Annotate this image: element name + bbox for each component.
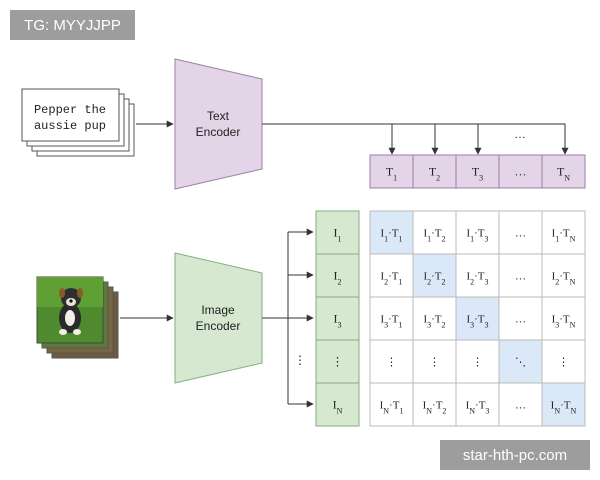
matrix-cell-4-3-label: ⋮ <box>472 357 483 369</box>
matrix-cell-1-2-label: I1·T2 <box>423 228 445 244</box>
image-encoder-label-1: Image <box>201 303 235 317</box>
text-encoder-block <box>174 58 263 190</box>
matrix-cell-3-3-label: I3·T3 <box>466 314 488 330</box>
matrix-cell-2-3-label: I2·T3 <box>466 271 488 287</box>
image-embedding-5-label: IN <box>333 398 343 416</box>
matrix-cell-4-1-label: ⋮ <box>386 357 397 369</box>
matrix-cell-3-2-label: I3·T2 <box>423 314 445 330</box>
matrix-cell-5-2-label: IN·T2 <box>423 400 447 416</box>
matrix-cell-2-5-box <box>541 253 586 298</box>
text-input-stack: Pepper the aussie pup <box>21 88 135 157</box>
text-embedding-2-box <box>412 154 457 189</box>
text-embedding-5-label: TN <box>557 165 570 183</box>
image-embedding-1-label: I1 <box>334 226 342 244</box>
image-embedding-1-box <box>315 210 360 255</box>
text-input-line-2: aussie pup <box>34 119 106 133</box>
matrix-cell-4-5-label: ⋮ <box>558 357 569 369</box>
text-embedding-5-box <box>541 154 586 189</box>
matrix-cell-5-5-box <box>541 382 586 427</box>
matrix-cell-5-3-box <box>455 382 500 427</box>
matrix-cell-5-1-label: IN·T1 <box>380 400 404 416</box>
text-embedding-3-box <box>455 154 500 189</box>
text-encoder-label-2: Encoder <box>196 125 241 139</box>
text-embedding-row: T1 T2 T3 … TN <box>369 154 586 189</box>
arrow-text-encoder-main <box>262 123 569 155</box>
left-arrow-ellipsis: ⋮ <box>294 353 306 367</box>
similarity-matrix: I1·T1 I1·T2 I1·T3 … I1·TN I2·T1 I2·T2 I2·T3 … I2·… <box>369 210 586 427</box>
image-embedding-3-box <box>315 296 360 341</box>
text-embedding-2-label: T2 <box>429 165 440 183</box>
matrix-cell-1-2-box <box>412 210 457 255</box>
matrix-cell-3-1-label: I3·T1 <box>380 314 402 330</box>
watermark-bottom-right: star-hth-pc.com <box>440 440 590 470</box>
matrix-cell-4-4-label: ⋱ <box>515 357 526 369</box>
matrix-cell-2-4-box <box>498 253 543 298</box>
matrix-cell-5-4-label: … <box>515 400 526 412</box>
image-embedding-4-label: ⋮ <box>332 355 344 369</box>
image-embedding-2-label: I2 <box>334 269 342 287</box>
matrix-cell-1-5-label: I1·TN <box>552 228 576 244</box>
text-input-line-1: Pepper the <box>34 103 106 117</box>
matrix-cell-3-2-box <box>412 296 457 341</box>
puppy-photo-icon <box>36 276 119 359</box>
matrix-cell-2-4-label: … <box>515 271 526 283</box>
matrix-cell-4-2-label: ⋮ <box>429 357 440 369</box>
image-embedding-2-box <box>315 253 360 298</box>
matrix-cell-1-1-label: I1·T1 <box>380 228 402 244</box>
matrix-cell-2-2-label: I2·T2 <box>423 271 445 287</box>
matrix-cell-5-2-box <box>412 382 457 427</box>
top-arrow-ellipsis: … <box>514 127 526 141</box>
matrix-cell-4-5-box <box>541 339 586 384</box>
matrix-cell-2-3-box <box>455 253 500 298</box>
matrix-cell-1-3-label: I1·T3 <box>466 228 488 244</box>
matrix-cell-2-1-label: I2·T1 <box>380 271 402 287</box>
matrix-cell-5-5-label: IN·TN <box>551 400 577 416</box>
matrix-cell-1-5-box <box>541 210 586 255</box>
text-embedding-3-label: T3 <box>472 165 483 183</box>
watermark-top-left: TG: MYYJJPP <box>10 10 135 40</box>
matrix-cell-3-5-label: I3·TN <box>552 314 576 330</box>
matrix-cell-5-3-label: IN·T3 <box>466 400 490 416</box>
text-embedding-1-label: T1 <box>386 165 397 183</box>
matrix-cell-3-3-box <box>455 296 500 341</box>
text-embedding-4-label: … <box>515 165 527 179</box>
matrix-cell-2-5-label: I2·TN <box>552 271 576 287</box>
matrix-cell-1-1-box <box>369 210 414 255</box>
text-embedding-1-box <box>369 154 414 189</box>
image-embedding-5-box <box>315 382 360 427</box>
matrix-cell-1-4-label: … <box>515 228 526 240</box>
image-encoder-label-2: Encoder <box>196 319 241 333</box>
matrix-cell-3-4-label: … <box>515 314 526 326</box>
text-encoder-label-1: Text <box>207 109 230 123</box>
image-encoder-block <box>174 252 263 384</box>
matrix-cell-1-4-box <box>498 210 543 255</box>
matrix-cell-2-1-box <box>369 253 414 298</box>
image-embedding-3-label: I3 <box>334 312 342 330</box>
